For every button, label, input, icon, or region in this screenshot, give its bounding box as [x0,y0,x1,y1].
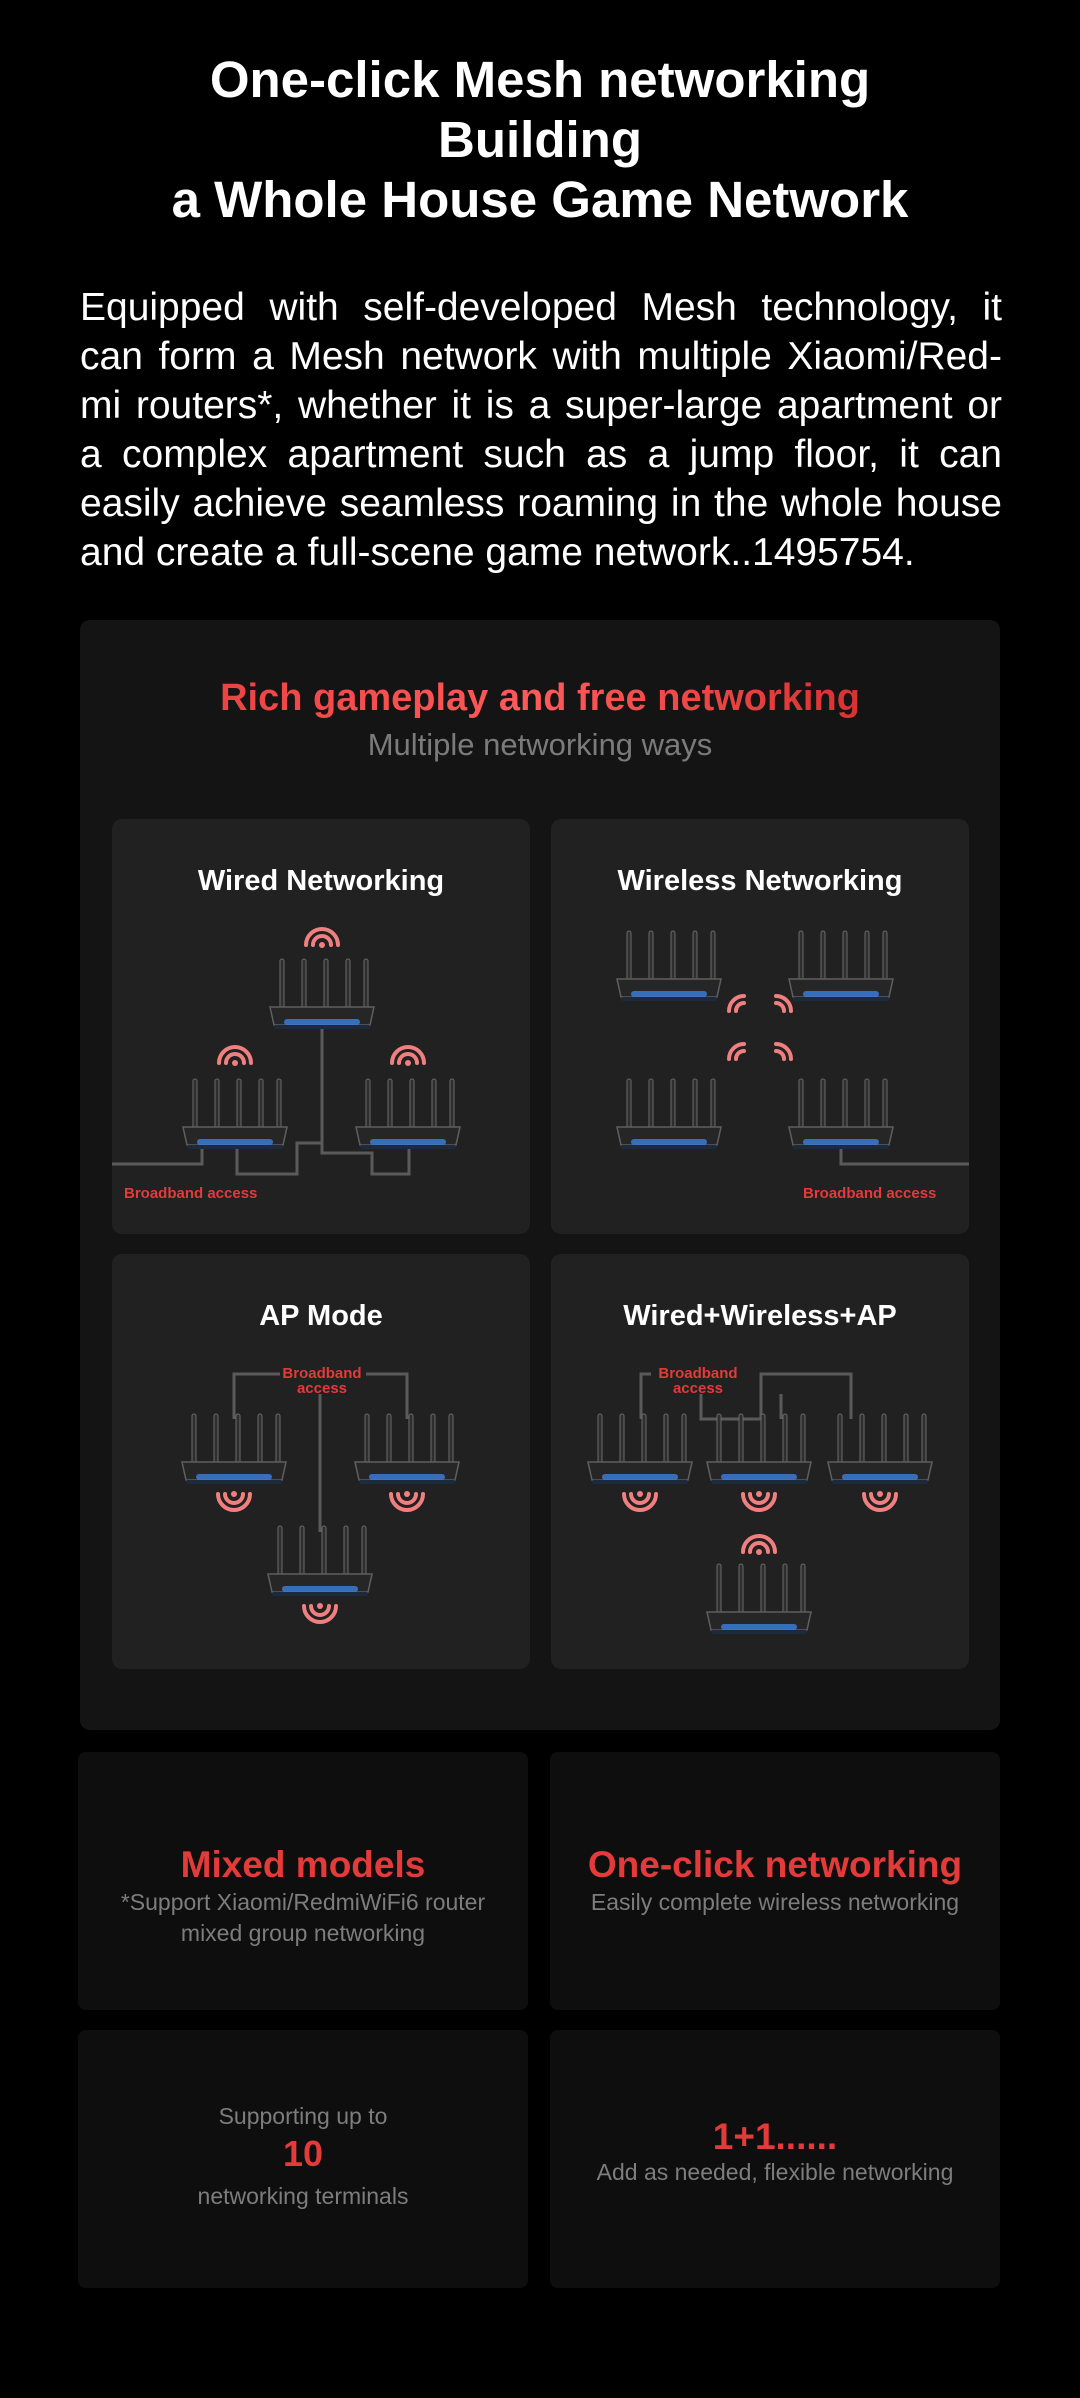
broadband-label: Broadband access [803,1185,936,1202]
router-icon [706,1563,812,1634]
broadband-label: Broadband access [124,1185,257,1202]
networking-panel: Rich gameplay and free networking Multip… [80,620,1000,1730]
card-wired-wireless-ap: Wired+Wireless+AP Broadband access [551,1254,969,1669]
broadband-label-line1: Broadband [282,1365,361,1382]
wifi-icon [774,994,793,1013]
ap-mode-diagram: Broadband access [181,1365,460,1624]
broadband-label-line2: access [673,1380,723,1397]
wifi-icon [216,1491,252,1512]
router-icon [355,1078,461,1149]
wifi-icon [217,1045,253,1066]
wifi-icon [862,1491,898,1512]
tile-top-text: Supporting up to [218,2103,388,2129]
title-line-2: Building [438,111,642,168]
router-icon [706,1413,812,1484]
tile-supporting-terminals: Supporting up to 10 networking terminals [78,2030,528,2288]
tile-heading: One-click networking [587,1844,963,1885]
wifi-icon [389,1491,425,1512]
tile-desc-line2: mixed group networking [180,1920,426,1946]
wifi-icon [727,1042,746,1061]
intro-paragraph: Equipped with self-developed Mesh techno… [80,286,1002,574]
wifi-icon [741,1534,777,1555]
tile-mixed-models: Mixed models *Support Xiaomi/RedmiWiFi6 … [78,1752,528,2010]
broadband-label-line1: Broadband [658,1365,737,1382]
card-title: Wired Networking [197,865,445,897]
title-line-3: a Whole House Game Network [171,171,909,228]
wired-networking-diagram: Broadband access [112,927,461,1202]
card-wired-networking: Wired Networking Broadband access [112,819,530,1234]
wired-wireless-ap-diagram: Broadband access [587,1365,933,1634]
page-title: One-click Mesh networking Building a Who… [0,50,1080,230]
wifi-icon [302,1603,338,1624]
router-icon [181,1413,287,1484]
wifi-icon [622,1491,658,1512]
panel-subtitle: Multiple networking ways [367,727,713,762]
router-icon [269,958,375,1029]
wifi-icon [390,1045,426,1066]
router-icon [267,1525,373,1596]
router-icon [788,1078,894,1149]
card-title: AP Mode [259,1300,383,1332]
tile-desc-line1: *Support Xiaomi/RedmiWiFi6 router [120,1889,486,1915]
tile-bottom-text: networking terminals [197,2183,409,2209]
wifi-icon [727,994,746,1013]
router-icon [182,1078,288,1149]
router-icon [616,930,722,1001]
tile-desc-line1: Add as needed, flexible networking [596,2159,954,2185]
card-ap-mode: AP Mode Broadband access [112,1254,530,1669]
card-title: Wired+Wireless+AP [623,1300,897,1332]
card-wireless-networking: Wireless Networking Broadband access [551,819,969,1234]
router-icon [616,1078,722,1149]
panel-title: Rich gameplay and free networking [80,677,1000,720]
router-icon [827,1413,933,1484]
tile-flexible-networking: 1+1...... Add as needed, flexible networ… [550,2030,1000,2288]
tile-heading: Mixed models [180,1844,426,1885]
card-title: Wireless Networking [617,865,903,897]
tile-one-click-networking: One-click networking Easily complete wir… [550,1752,1000,2010]
wifi-icon [774,1042,793,1061]
wifi-icon [304,927,340,948]
wireless-networking-diagram: Broadband access [616,930,969,1202]
wifi-icon [741,1491,777,1512]
router-icon [354,1413,460,1484]
tile-heading: 1+1...... [712,2116,838,2157]
router-icon [587,1413,693,1484]
tile-desc-line1: Easily complete wireless networking [590,1889,960,1915]
broadband-label-line2: access [297,1380,347,1397]
title-line-1: One-click Mesh networking [209,51,871,108]
router-icon [788,930,894,1001]
tile-heading: 10 [282,2133,324,2174]
